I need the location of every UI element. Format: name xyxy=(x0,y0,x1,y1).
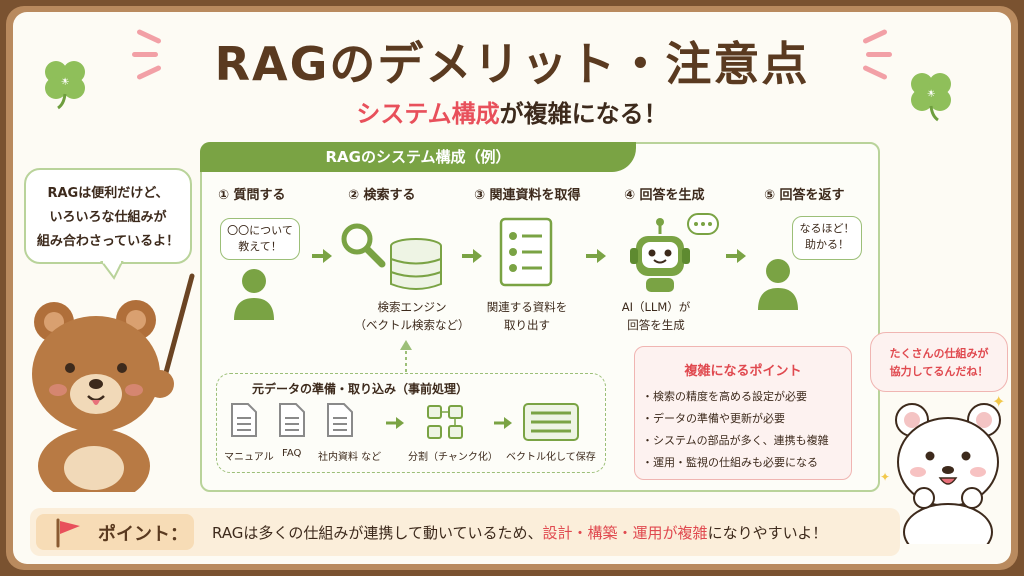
answer-bubble-line: なるほど！ xyxy=(799,222,855,235)
robot-icon xyxy=(630,213,719,292)
document-icon xyxy=(327,403,353,437)
caption-line: 検索エンジン xyxy=(377,300,447,314)
question-bubble-line: 教えて！ xyxy=(238,240,282,253)
search-engine-caption: 検索エンジン （ベクトル検索など） xyxy=(352,298,472,334)
caption-line: 回答を生成 xyxy=(627,318,685,332)
bear-speech-bubble: RAGは便利だけど、 いろいろな仕組みが 組み合わさっているよ！ xyxy=(24,168,192,264)
complex-points-box xyxy=(634,346,852,480)
speech-tail xyxy=(100,260,124,280)
step-label-return: ⑤ 回答を返す xyxy=(764,188,845,203)
arrow-up-dashed-icon xyxy=(400,340,412,372)
point-text: RAGは多くの仕組みが連携して動いているため、設計・構築・運用が複雑になりやすい… xyxy=(212,522,827,543)
user-icon xyxy=(234,269,274,320)
spark-decoration xyxy=(132,52,158,57)
preprocess-title: 元データの準備・取り込み（事前処理） xyxy=(252,382,469,396)
caption-line: （ベクトル検索など） xyxy=(354,318,470,332)
doc-label-internal: 社内資料 など xyxy=(318,452,382,463)
point-label: ポイント： xyxy=(98,524,188,545)
white-bear-speech-bubble: たくさんの仕組みが 協力してるんだね！ xyxy=(870,332,1008,392)
spark-decoration xyxy=(866,52,892,57)
point-text-accent: 設計・構築・運用が複雑 xyxy=(542,524,708,542)
clover-icon: ✳ xyxy=(45,61,85,110)
complex-point-item: ・検索の精度を高める設定が必要 xyxy=(642,390,807,403)
database-icon xyxy=(390,238,442,290)
arrow-right-icon xyxy=(726,249,746,263)
doc-label-manual: マニュアル xyxy=(224,452,274,463)
arrow-right-icon xyxy=(462,249,482,263)
bear-speech-line: 組み合わさっているよ！ xyxy=(36,234,180,249)
flag-icon xyxy=(56,518,80,548)
svg-text:✳: ✳ xyxy=(927,89,935,100)
sparkle-icon: ✦ xyxy=(880,470,891,484)
question-bubble-line: 〇〇について xyxy=(227,224,293,237)
complex-point-item: ・データの準備や更新が必要 xyxy=(642,412,785,425)
user-icon xyxy=(758,259,798,310)
answer-bubble: なるほど！ 助かる！ xyxy=(792,216,862,260)
arrow-right-icon xyxy=(494,417,512,429)
point-text-before: RAGは多くの仕組みが連携して動いているため、 xyxy=(212,524,543,542)
complex-point-item: ・運用・監視の仕組みも必要になる xyxy=(642,456,818,469)
question-bubble: 〇〇について 教えて！ xyxy=(220,218,300,260)
generate-caption: AI（LLM）が 回答を生成 xyxy=(600,298,712,334)
complex-point-item: ・システムの部品が多く、連携も複雑 xyxy=(642,434,829,447)
page-title: RAGのデメリット・注意点 xyxy=(214,37,810,91)
doc-label-faq: FAQ xyxy=(282,448,302,459)
subtitle-accent: システム構成 xyxy=(356,100,500,128)
arrow-right-icon xyxy=(312,249,332,263)
step-label-search: ② 検索する xyxy=(348,188,416,203)
complex-points-title: 複雑になるポイント xyxy=(684,364,802,379)
fetch-caption: 関連する資料を 取り出す xyxy=(470,298,584,334)
step-label-ask: ① 質問する xyxy=(218,188,286,203)
chunk-split-icon xyxy=(427,405,463,439)
document-icon xyxy=(231,403,257,437)
bear-speech-line: いろいろな仕組みが xyxy=(49,210,167,225)
split-label: 分割（チャンク化） xyxy=(408,452,498,463)
system-diagram-header: RAGのシステム構成（例） xyxy=(200,142,636,172)
answer-bubble-line: 助かる！ xyxy=(805,238,849,251)
page-subtitle: システム構成が複雑になる！ xyxy=(0,94,1024,129)
white-bear-illustration xyxy=(895,403,1001,544)
step-label-generate: ④ 回答を生成 xyxy=(624,188,705,203)
sparkle-icon: ✦ xyxy=(992,392,1006,411)
white-bear-speech-line: たくさんの仕組みが xyxy=(889,347,989,360)
clover-icon: ✳ xyxy=(911,73,951,122)
brown-bear-illustration xyxy=(32,273,195,492)
white-bear-speech-line: 協力してるんだね！ xyxy=(889,365,989,378)
caption-line: AI（LLM）が xyxy=(621,300,691,314)
step-label-fetch: ③ 関連資料を取得 xyxy=(474,188,581,203)
preprocess-box xyxy=(216,373,606,473)
document-icon xyxy=(279,403,305,437)
arrow-right-icon xyxy=(386,417,404,429)
checklist-icon xyxy=(499,217,553,287)
search-icon xyxy=(341,223,386,268)
arrow-right-icon xyxy=(586,249,606,263)
point-text-after: になりやすいよ！ xyxy=(707,524,828,542)
caption-line: 取り出す xyxy=(504,318,550,332)
subtitle-rest: が複雑になる！ xyxy=(499,100,668,128)
svg-text:✳: ✳ xyxy=(61,77,69,88)
vector-store-icon xyxy=(523,403,579,441)
caption-line: 関連する資料を xyxy=(486,300,568,314)
vectorize-label: ベクトル化して保存 xyxy=(506,452,596,463)
bear-speech-line: RAGは便利だけど、 xyxy=(47,186,169,201)
